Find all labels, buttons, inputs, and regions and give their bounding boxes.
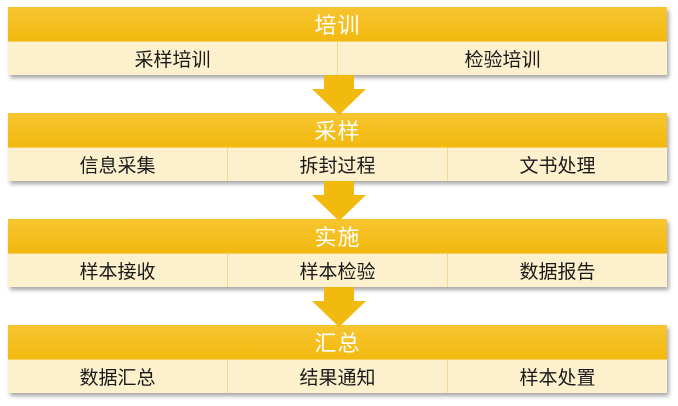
stage-training: 培训 采样培训 检验培训	[8, 7, 667, 75]
item-data-summary: 数据汇总	[8, 360, 228, 393]
stage-row-training: 采样培训 检验培训	[8, 41, 667, 75]
item-info-collection: 信息采集	[8, 148, 228, 181]
item-sample-testing: 样本检验	[228, 254, 448, 287]
stage-header-summary: 汇总	[8, 325, 667, 359]
stage-row-summary: 数据汇总 结果通知 样本处置	[8, 359, 667, 393]
item-sample-disposal: 样本处置	[519, 367, 596, 389]
down-arrow-icon	[312, 75, 366, 115]
stage-row-implementation: 样本接收 样本检验 数据报告	[8, 253, 667, 287]
item-sample-receiving: 样本接收	[8, 254, 228, 287]
item-unsealing-process: 拆封过程	[228, 148, 448, 181]
item-document-processing: 文书处理	[519, 155, 596, 177]
item-data-report: 数据报告	[519, 261, 596, 283]
down-arrow-icon	[312, 181, 366, 221]
stage-implementation: 实施 样本接收 样本检验 数据报告	[8, 219, 667, 287]
stage-header-implementation: 实施	[8, 219, 667, 253]
stage-sampling: 采样 信息采集 拆封过程 文书处理	[8, 113, 667, 181]
item-sampling-training: 采样培训	[8, 42, 338, 75]
stage-row-sampling: 信息采集 拆封过程 文书处理	[8, 147, 667, 181]
item-result-notification: 结果通知	[228, 360, 448, 393]
item-testing-training: 检验培训	[464, 49, 541, 71]
stage-summary: 汇总 数据汇总 结果通知 样本处置	[8, 325, 667, 393]
stage-header-training: 培训	[8, 7, 667, 41]
stage-header-sampling: 采样	[8, 113, 667, 147]
down-arrow-icon	[312, 287, 366, 327]
